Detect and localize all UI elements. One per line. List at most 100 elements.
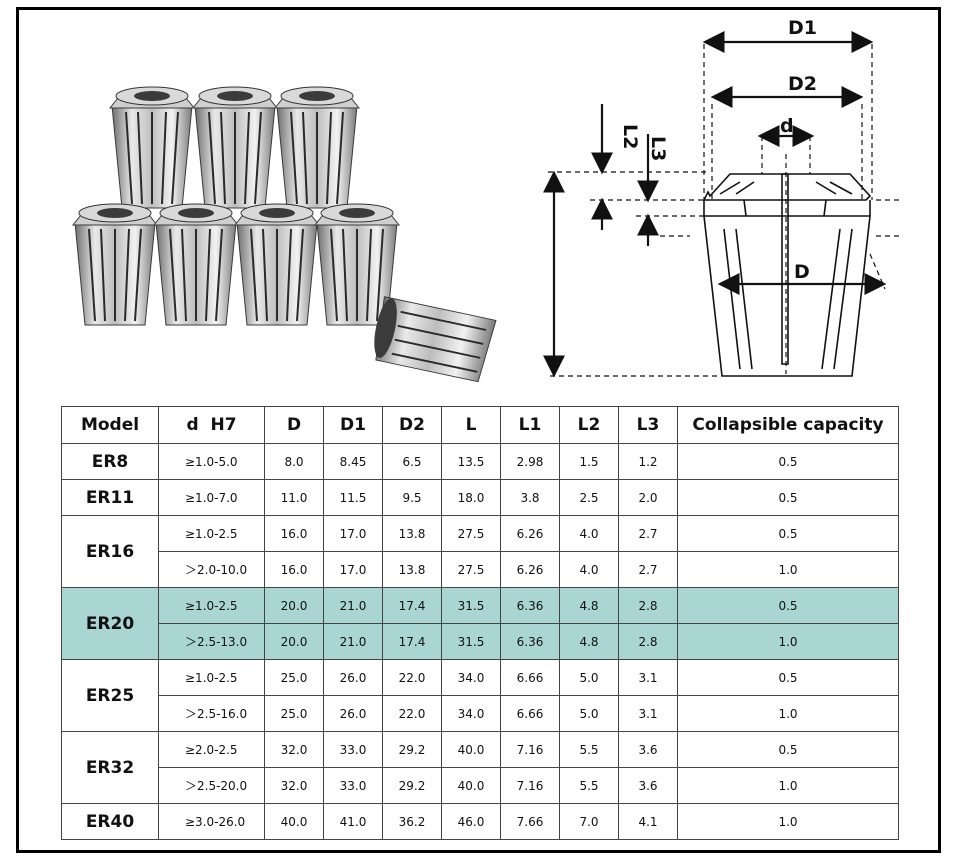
label-l3: L3 bbox=[647, 136, 669, 161]
l-cell: 31.5 bbox=[441, 587, 501, 624]
l-cell: 40.0 bbox=[441, 731, 501, 768]
d-h7-cell: ＞2.0-10.0 bbox=[158, 551, 265, 588]
d-h7-cell: ＞2.5-16.0 bbox=[158, 695, 265, 732]
d2-cell: 22.0 bbox=[382, 695, 442, 732]
collapsible-capacity-cell: 0.5 bbox=[677, 479, 899, 516]
label-d: d bbox=[780, 115, 794, 137]
d2-cell: 36.2 bbox=[382, 803, 442, 840]
l3-cell: 3.6 bbox=[618, 731, 678, 768]
collapsible-capacity-cell: 0.5 bbox=[677, 515, 899, 552]
d-cell: 20.0 bbox=[264, 623, 324, 660]
d-h7-cell: ≥1.0-2.5 bbox=[158, 587, 265, 624]
l2-cell: 7.0 bbox=[559, 803, 619, 840]
d1-cell: 11.5 bbox=[323, 479, 383, 516]
d1-cell: 21.0 bbox=[323, 587, 383, 624]
l2-cell: 5.5 bbox=[559, 731, 619, 768]
collet-dimension-diagram: D1 D2 d D L2 L3 bbox=[543, 17, 900, 378]
l1-cell: 6.26 bbox=[500, 515, 560, 552]
d1-cell: 17.0 bbox=[323, 515, 383, 552]
l3-cell: 3.1 bbox=[618, 695, 678, 732]
l1-cell: 7.66 bbox=[500, 803, 560, 840]
d2-cell: 6.5 bbox=[382, 443, 442, 480]
model-cell: ER8 bbox=[61, 443, 159, 480]
l2-cell: 4.0 bbox=[559, 515, 619, 552]
l-cell: 13.5 bbox=[441, 443, 501, 480]
model-cell: ER32 bbox=[61, 731, 159, 804]
l3-cell: 2.7 bbox=[618, 515, 678, 552]
l2-cell: 5.5 bbox=[559, 767, 619, 804]
l-cell: 46.0 bbox=[441, 803, 501, 840]
header-collapsible-capacity: Collapsible capacity bbox=[677, 406, 899, 444]
d2-cell: 13.8 bbox=[382, 515, 442, 552]
d1-cell: 33.0 bbox=[323, 731, 383, 768]
d1-cell: 26.0 bbox=[323, 695, 383, 732]
spec-table: Model d H7 D D1 D2 L L1 L2 L3 Collapsibl… bbox=[61, 406, 899, 840]
d-h7-cell: ≥1.0-5.0 bbox=[158, 443, 265, 480]
collapsible-capacity-cell: 1.0 bbox=[677, 767, 899, 804]
l2-cell: 5.0 bbox=[559, 695, 619, 732]
d2-cell: 9.5 bbox=[382, 479, 442, 516]
model-cell: ER40 bbox=[61, 803, 159, 840]
model-cell: ER11 bbox=[61, 479, 159, 516]
header-d1: D1 bbox=[323, 406, 383, 444]
d1-cell: 33.0 bbox=[323, 767, 383, 804]
header-l1: L1 bbox=[500, 406, 560, 444]
l-cell: 34.0 bbox=[441, 659, 501, 696]
l2-cell: 1.5 bbox=[559, 443, 619, 480]
d2-cell: 13.8 bbox=[382, 551, 442, 588]
d-cell: 25.0 bbox=[264, 695, 324, 732]
header-row: Model d H7 D D1 D2 L L1 L2 L3 Collapsibl… bbox=[61, 406, 899, 444]
collets-photo bbox=[72, 86, 497, 383]
header-l2: L2 bbox=[559, 406, 619, 444]
l2-cell: 2.5 bbox=[559, 479, 619, 516]
l3-cell: 2.0 bbox=[618, 479, 678, 516]
l3-cell: 3.1 bbox=[618, 659, 678, 696]
d-cell: 32.0 bbox=[264, 767, 324, 804]
label-dd: D bbox=[794, 261, 810, 283]
model-cell: ER25 bbox=[61, 659, 159, 732]
l3-cell: 1.2 bbox=[618, 443, 678, 480]
d2-cell: 29.2 bbox=[382, 767, 442, 804]
l2-cell: 4.8 bbox=[559, 623, 619, 660]
d-h7-cell: ≥2.0-2.5 bbox=[158, 731, 265, 768]
l3-cell: 2.8 bbox=[618, 587, 678, 624]
l-cell: 40.0 bbox=[441, 767, 501, 804]
d-cell: 8.0 bbox=[264, 443, 324, 480]
header-d-h7: d H7 bbox=[158, 406, 265, 444]
collapsible-capacity-cell: 0.5 bbox=[677, 731, 899, 768]
d-h7-cell: ≥1.0-7.0 bbox=[158, 479, 265, 516]
l3-cell: 3.6 bbox=[618, 767, 678, 804]
l1-cell: 2.98 bbox=[500, 443, 560, 480]
d-h7-cell: ＞2.5-13.0 bbox=[158, 623, 265, 660]
d1-cell: 26.0 bbox=[323, 659, 383, 696]
header-d2: D2 bbox=[382, 406, 442, 444]
l2-cell: 5.0 bbox=[559, 659, 619, 696]
header-d: D bbox=[264, 406, 324, 444]
collapsible-capacity-cell: 1.0 bbox=[677, 551, 899, 588]
model-cell: ER16 bbox=[61, 515, 159, 588]
l3-cell: 2.8 bbox=[618, 623, 678, 660]
d-cell: 40.0 bbox=[264, 803, 324, 840]
l1-cell: 6.66 bbox=[500, 695, 560, 732]
collet-image bbox=[72, 203, 158, 326]
l-cell: 31.5 bbox=[441, 623, 501, 660]
collet-image bbox=[153, 203, 239, 326]
d-cell: 20.0 bbox=[264, 587, 324, 624]
d-cell: 25.0 bbox=[264, 659, 324, 696]
l-cell: 27.5 bbox=[441, 551, 501, 588]
collapsible-capacity-cell: 1.0 bbox=[677, 623, 899, 660]
d-cell: 32.0 bbox=[264, 731, 324, 768]
collet-image bbox=[374, 296, 497, 383]
header-model: Model bbox=[61, 406, 159, 444]
l-cell: 18.0 bbox=[441, 479, 501, 516]
d-h7-cell: ≥1.0-2.5 bbox=[158, 659, 265, 696]
d1-cell: 8.45 bbox=[323, 443, 383, 480]
d2-cell: 22.0 bbox=[382, 659, 442, 696]
